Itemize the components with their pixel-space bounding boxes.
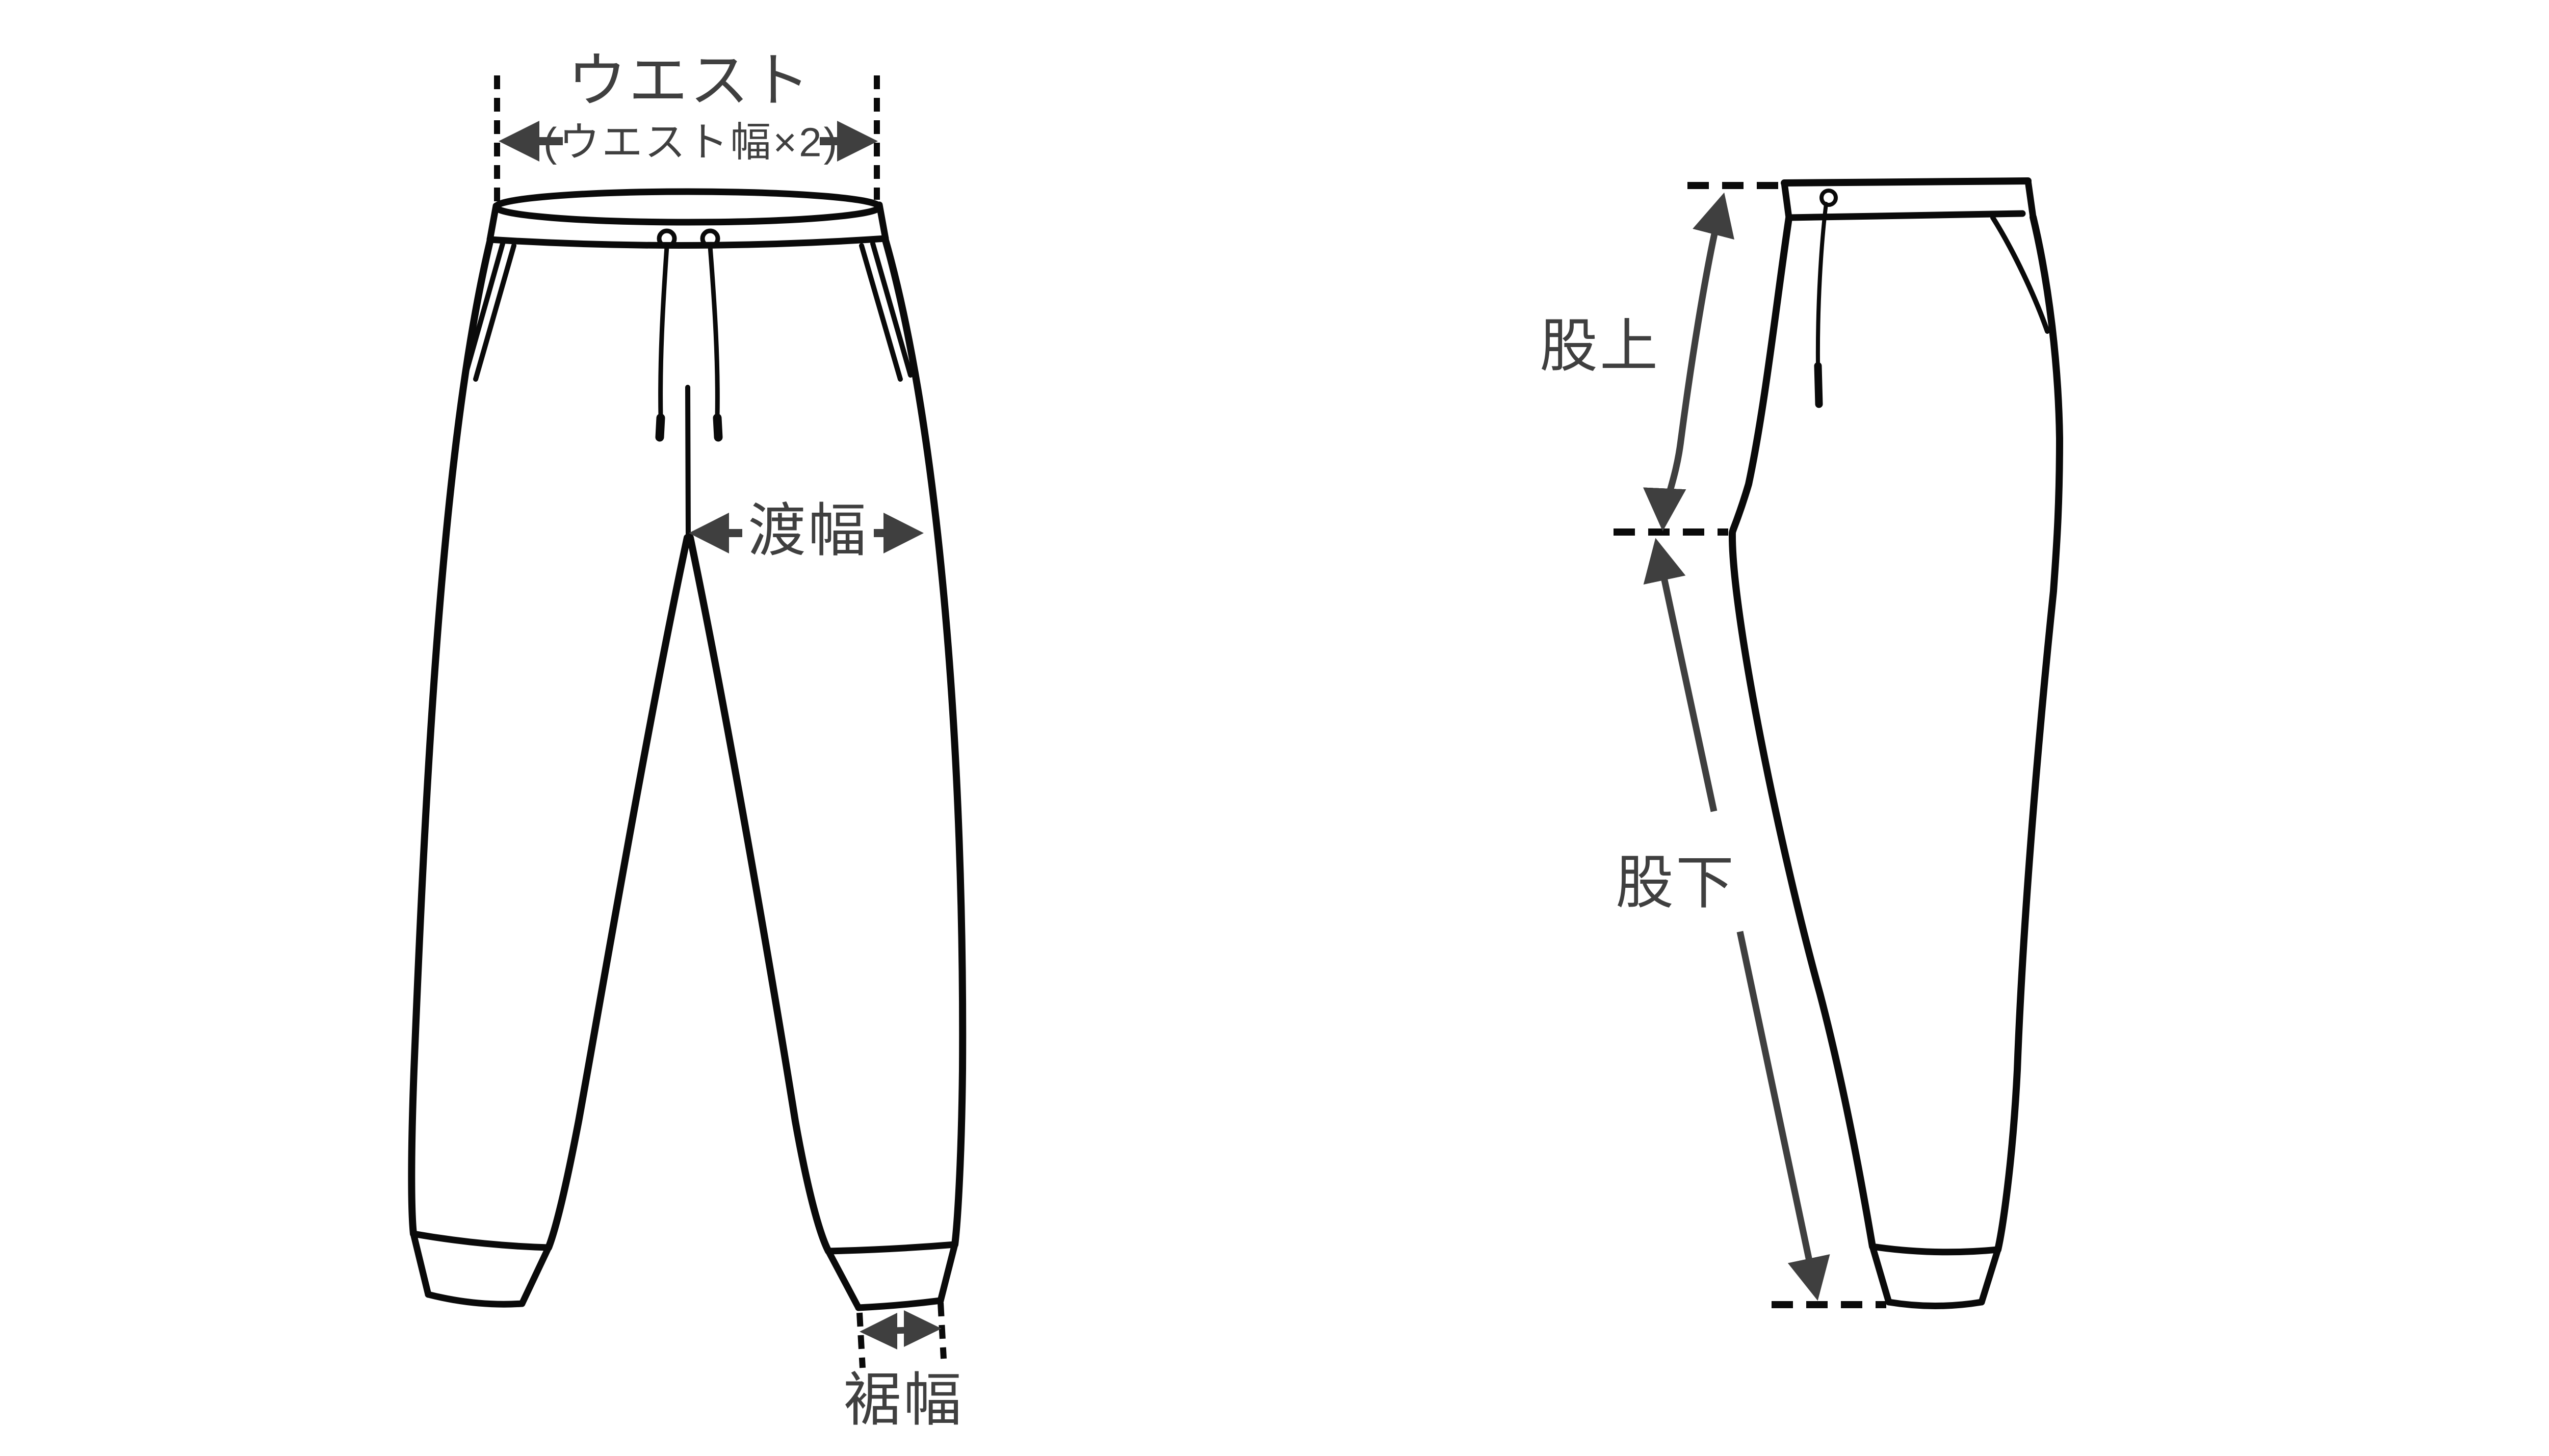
- front-edge-side: [1728, 215, 1876, 1250]
- hem-width-arrow: [860, 1310, 942, 1349]
- thigh-width-label: 渡幅: [748, 499, 868, 564]
- waistband-bottom: [486, 235, 889, 249]
- drawstring-side-aglet: [1814, 362, 1823, 408]
- front-view-pants: ウエスト (ウエスト幅×2) 渡幅 裾幅: [408, 47, 967, 1433]
- pocket-right-opening: [859, 243, 903, 382]
- arrow-left-head-icon: [860, 1313, 897, 1349]
- thigh-width-arrow: [689, 513, 924, 553]
- inseam-left: [545, 534, 691, 1251]
- arrow-left-head-icon: [499, 121, 539, 162]
- outer-seam-right: [881, 235, 967, 1248]
- hem-width-label: 裾幅: [843, 1368, 964, 1433]
- drawstring-right-aglet: [713, 413, 723, 442]
- grommet-right-icon: [700, 228, 720, 249]
- rise-arrow: [1643, 192, 1734, 532]
- pocket-side-opening: [1990, 215, 2050, 334]
- inseam-right: [687, 534, 832, 1255]
- arrow-right-head-icon: [883, 513, 924, 553]
- cuff-side: [1869, 1243, 2001, 1309]
- drawstring-side: [1815, 202, 1828, 366]
- waist-dimension-arrow: [499, 121, 878, 162]
- waist-label: ウエスト: [567, 47, 812, 114]
- pocket-right-outer-line: [870, 241, 913, 378]
- waist-sublabel: (ウエスト幅×2): [543, 120, 840, 165]
- arrow-left-head-icon: [689, 513, 729, 553]
- inseam-label: 股下: [1616, 851, 1736, 916]
- back-edge-side: [1994, 214, 2063, 1253]
- inseam-arrow: [1643, 538, 1830, 1301]
- waistband-edge-left: [486, 202, 500, 243]
- arrow-right-head-icon: [837, 121, 878, 162]
- outer-seam-left: [408, 236, 494, 1237]
- drawstring-left: [658, 244, 669, 419]
- hem-guide-dashed-left: [856, 1312, 866, 1368]
- rise-label: 股上: [1540, 314, 1660, 379]
- waistband-side: [1781, 177, 2037, 221]
- waistband-front: [486, 188, 889, 249]
- cuff-left: [410, 1230, 552, 1308]
- grommet-side-icon: [1819, 189, 1838, 207]
- drawstring-left-aglet: [655, 413, 665, 442]
- hem-guide-dashed-right: [938, 1302, 947, 1359]
- grommet-left-icon: [657, 228, 677, 249]
- drawstring-right: [708, 244, 720, 419]
- cuff-right: [825, 1241, 958, 1311]
- pocket-left-opening: [473, 243, 516, 382]
- side-view-pants: 股上 股下: [1540, 177, 2063, 1309]
- waistband-opening: [492, 188, 883, 226]
- waistband-edge-right: [876, 201, 889, 242]
- arrow-right-head-icon: [904, 1310, 942, 1347]
